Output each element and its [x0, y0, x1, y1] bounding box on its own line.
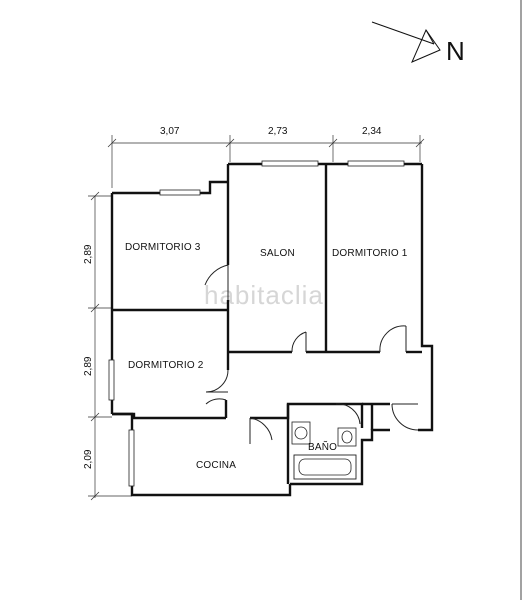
dimension-left-1: 2,89: [83, 244, 94, 264]
room-label-cocina: COCINA: [196, 460, 236, 471]
room-label-bano: BAÑO: [308, 440, 337, 453]
top-dimension-lines: [107, 135, 425, 188]
exterior-walls: [110, 162, 434, 497]
dimension-left-2: 2,89: [83, 356, 94, 376]
dimension-top-1: 3,07: [160, 126, 180, 137]
room-label-dormitorio-2: DORMITORIO 2: [128, 360, 204, 371]
interior-walls: [112, 164, 422, 484]
room-label-dormitorio-3: DORMITORIO 3: [125, 242, 201, 253]
doors: [204, 264, 419, 444]
windows: [108, 160, 405, 487]
north-arrow-icon: [371, 21, 441, 63]
room-label-dormitorio-1: DORMITORIO 1: [332, 248, 408, 259]
dimension-top-3: 2,34: [362, 126, 382, 137]
room-label-salon: SALON: [260, 248, 295, 259]
bathroom-fixtures: [291, 421, 357, 480]
dimension-top-2: 2,73: [268, 126, 288, 137]
watermark-logo: habitaclia: [204, 280, 324, 310]
north-label: N: [446, 36, 465, 66]
dimension-left-3: 2,09: [83, 449, 94, 469]
left-dimension-lines: [88, 191, 132, 501]
